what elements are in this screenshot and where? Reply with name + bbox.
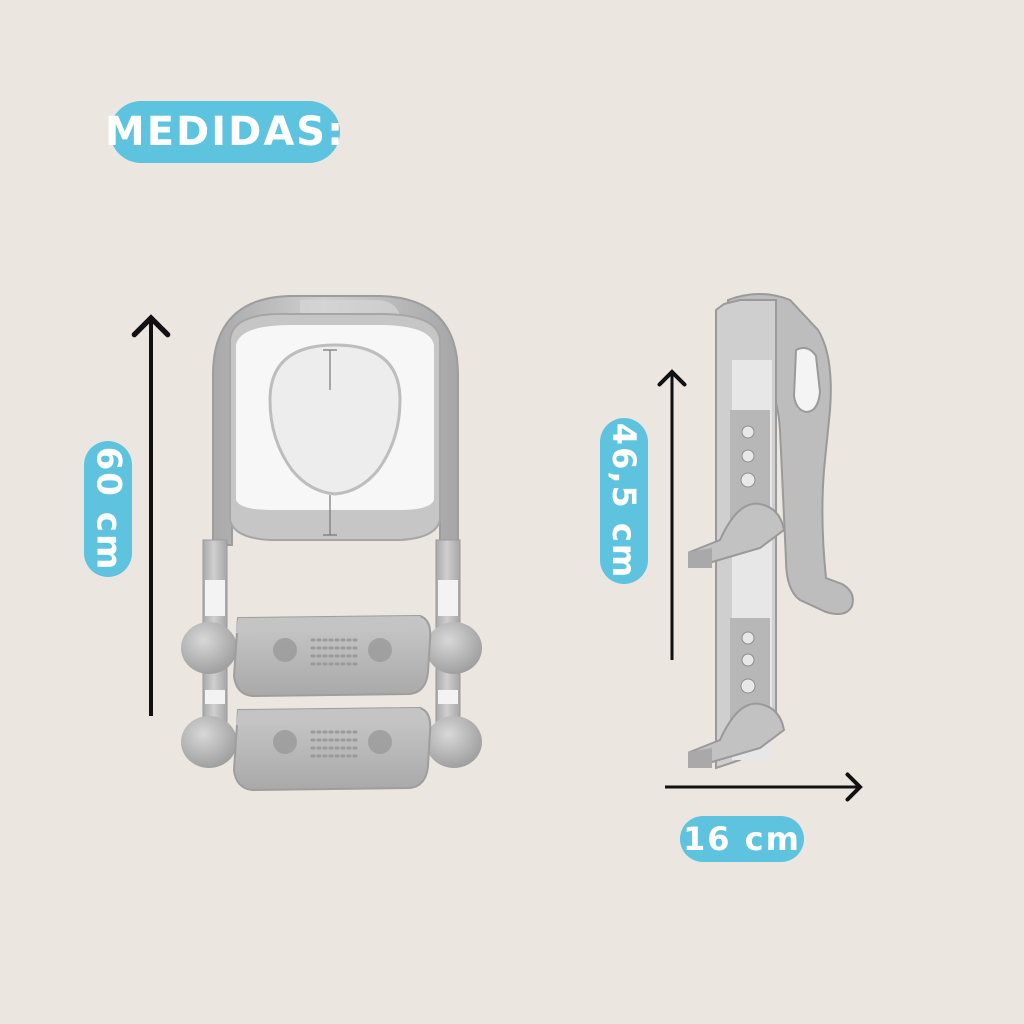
depth-badge: 16 cm — [680, 816, 804, 862]
total-height-label: 60 cm — [88, 446, 129, 572]
total-height-badge: 60 cm — [84, 441, 132, 577]
depth-label: 16 cm — [683, 820, 801, 858]
side-height-badge: 46,5 cm — [600, 418, 648, 584]
title-text: MEDIDAS: — [104, 109, 346, 155]
front-view-potty-ladder — [181, 295, 482, 792]
side-height-label: 46,5 cm — [605, 422, 643, 580]
side-view-potty-ladder — [687, 293, 854, 770]
title-badge: MEDIDAS: — [105, 101, 343, 163]
